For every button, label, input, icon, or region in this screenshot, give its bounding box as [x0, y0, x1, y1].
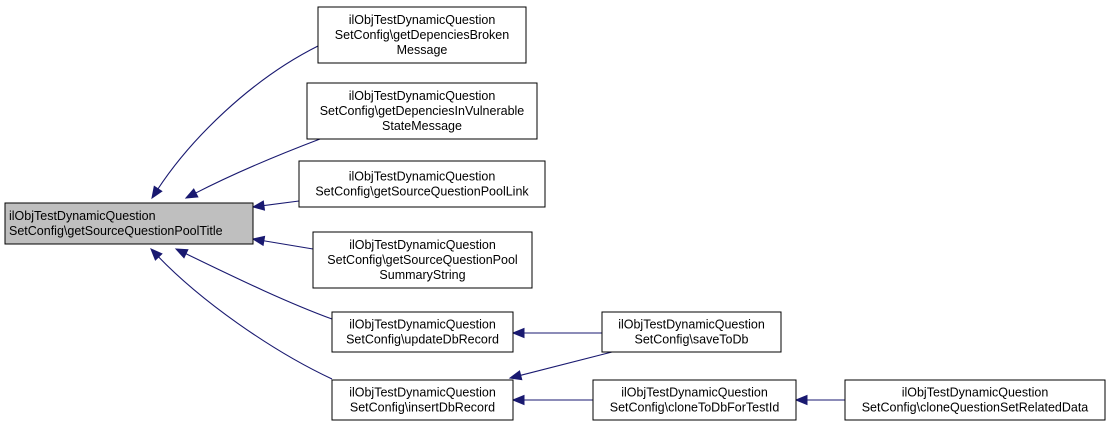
edge-arrowhead: [251, 235, 266, 247]
node-label-line: ilObjTestDynamicQuestion: [349, 13, 496, 27]
edge-n8-n6: [511, 394, 593, 406]
node-label-line: StateMessage: [382, 119, 462, 133]
graph-node-n0[interactable]: ilObjTestDynamicQuestionSetConfig\getSou…: [4, 202, 254, 245]
node-label-line: ilObjTestDynamicQuestion: [349, 170, 496, 184]
node-label-line: SetConfig\saveToDb: [635, 333, 749, 347]
node-box[interactable]: [306, 82, 538, 140]
node-label-line: SetConfig\updateDbRecord: [346, 333, 499, 347]
edge-arrowhead: [508, 370, 523, 381]
edge-n9-n8: [794, 394, 845, 406]
node-box[interactable]: [331, 379, 514, 421]
graph-node-n4[interactable]: ilObjTestDynamicQuestionSetConfig\getSou…: [312, 231, 533, 289]
edge-arrowhead: [150, 248, 163, 261]
edge-n7-n6: [508, 351, 613, 381]
edge-arrowhead: [511, 394, 525, 406]
edge-n7-n5: [511, 327, 602, 339]
graph-node-n8[interactable]: ilObjTestDynamicQuestionSetConfig\cloneT…: [592, 379, 797, 421]
node-layer: ilObjTestDynamicQuestionSetConfig\getSou…: [4, 6, 1106, 421]
edge-arrowhead: [151, 185, 163, 200]
node-box[interactable]: [592, 379, 797, 421]
node-label-line: SetConfig\getSourceQuestionPoolLink: [315, 185, 529, 199]
node-label-line: SetConfig\getDepenciesBroken: [335, 28, 509, 42]
node-box[interactable]: [601, 311, 782, 353]
node-label-line: ilObjTestDynamicQuestion: [349, 318, 496, 332]
edge-line: [262, 200, 300, 207]
edge-line: [157, 255, 333, 380]
node-label-line: ilObjTestDynamicQuestion: [349, 386, 496, 400]
edge-n5-n0: [174, 248, 333, 320]
node-box[interactable]: [331, 311, 514, 353]
node-label-line: Message: [397, 43, 448, 57]
edge-line: [194, 138, 321, 194]
node-label-line: SummaryString: [379, 268, 465, 282]
edge-arrowhead: [184, 188, 199, 199]
node-label-line: SetConfig\insertDbRecord: [350, 401, 495, 415]
edge-n4-n0: [251, 235, 314, 250]
edge-line: [262, 240, 314, 250]
edge-n6-n0: [150, 248, 333, 380]
edge-n3-n0: [251, 200, 300, 211]
edge-line: [519, 351, 613, 377]
node-label-line: SetConfig\getSourceQuestionPool: [327, 253, 517, 267]
node-label-line: ilObjTestDynamicQuestion: [349, 238, 496, 252]
node-label-line: ilObjTestDynamicQuestion: [621, 386, 768, 400]
graph-node-n9[interactable]: ilObjTestDynamicQuestionSetConfig\cloneQ…: [844, 379, 1106, 421]
graph-node-n5[interactable]: ilObjTestDynamicQuestionSetConfig\update…: [331, 311, 514, 353]
edge-arrowhead: [174, 248, 189, 259]
graph-node-n7[interactable]: ilObjTestDynamicQuestionSetConfig\saveTo…: [601, 311, 782, 353]
node-label-line: SetConfig\cloneToDbForTestId: [610, 401, 780, 415]
node-label-line: ilObjTestDynamicQuestion: [902, 386, 1049, 400]
node-label-line: SetConfig\getSourceQuestionPoolTitle: [9, 224, 223, 238]
node-label-line: ilObjTestDynamicQuestion: [349, 89, 496, 103]
node-box[interactable]: [844, 379, 1106, 421]
edge-arrowhead: [511, 327, 525, 339]
edge-arrowhead: [794, 394, 808, 406]
edge-layer: [150, 45, 845, 406]
node-label-line: ilObjTestDynamicQuestion: [618, 318, 765, 332]
graph-node-n1[interactable]: ilObjTestDynamicQuestionSetConfig\getDep…: [317, 6, 527, 64]
graph-node-n6[interactable]: ilObjTestDynamicQuestionSetConfig\insert…: [331, 379, 514, 421]
node-label-line: SetConfig\getDepenciesInVulnerable: [320, 104, 525, 118]
node-box[interactable]: [312, 231, 533, 289]
edge-line: [157, 45, 319, 190]
node-label-line: ilObjTestDynamicQuestion: [9, 209, 156, 223]
node-label-line: SetConfig\cloneQuestionSetRelatedData: [862, 401, 1089, 415]
graph-node-n3[interactable]: ilObjTestDynamicQuestionSetConfig\getSou…: [298, 160, 546, 208]
focus-node-box[interactable]: [4, 202, 254, 245]
edge-n2-n0: [184, 138, 321, 199]
node-box[interactable]: [298, 160, 546, 208]
edge-line: [184, 252, 333, 320]
node-box[interactable]: [317, 6, 527, 64]
edge-arrowhead: [251, 200, 266, 211]
edge-n1-n0: [151, 45, 319, 200]
graph-node-n2[interactable]: ilObjTestDynamicQuestionSetConfig\getDep…: [306, 82, 538, 140]
